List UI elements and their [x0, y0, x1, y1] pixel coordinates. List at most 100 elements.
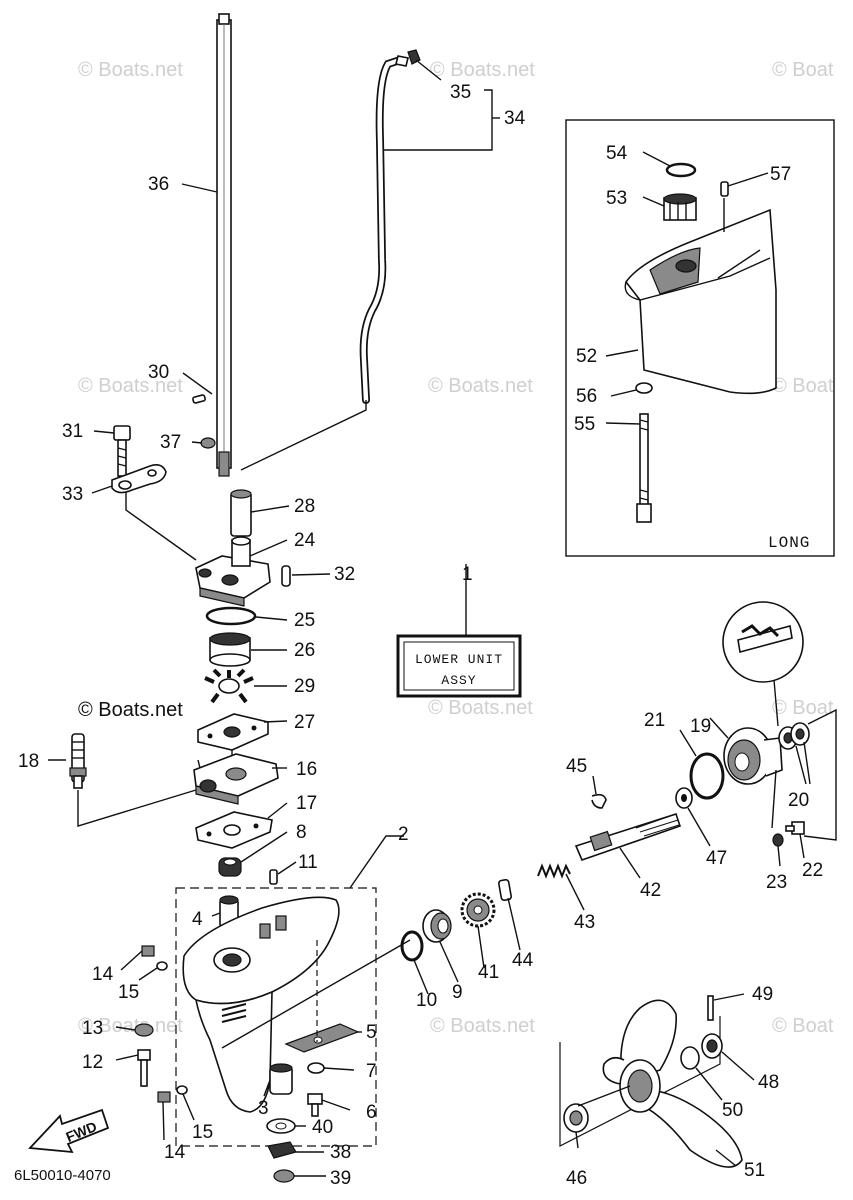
long-label: LONG	[768, 534, 810, 552]
nut-38	[267, 1141, 297, 1159]
pin-44	[498, 878, 512, 902]
watermark-dark: © Boats.net	[78, 699, 183, 721]
watermark-group: © Boats.net © Boats.net © Boat © Boats.n…	[78, 59, 834, 1037]
callout-2: 2	[398, 824, 409, 845]
callout-19: 19	[690, 716, 711, 737]
propeller-shaft-42	[574, 812, 682, 862]
pin-32	[281, 565, 291, 587]
oil-seal-8	[218, 857, 242, 877]
lower-unit-assy-box: LOWER UNIT ASSY	[396, 564, 522, 698]
assy-box-line1: LOWER UNIT	[415, 652, 503, 667]
bolt-12	[137, 1049, 151, 1087]
callout-15a: 15	[118, 982, 139, 1003]
callout-40: 40	[312, 1117, 333, 1138]
callout-27: 27	[294, 712, 315, 733]
callout-14b: 14	[164, 1142, 186, 1163]
callout-6: 6	[366, 1102, 377, 1123]
bushing-28	[230, 489, 252, 537]
bushing-3	[269, 1063, 293, 1095]
dowel-57	[720, 181, 729, 197]
washer-23	[772, 833, 784, 847]
bolt-22	[785, 821, 805, 835]
callout-31: 31	[62, 421, 83, 442]
clip-37	[200, 437, 216, 449]
assy-box-line2: ASSY	[441, 673, 476, 688]
pin-30	[192, 394, 206, 404]
propeller-51	[559, 999, 743, 1168]
bearing-53	[663, 193, 697, 221]
callout-51: 51	[744, 1160, 765, 1181]
callout-14a: 14	[92, 964, 114, 985]
watermark: © Boats.net	[428, 697, 533, 719]
stud-55	[636, 413, 652, 523]
watermark: © Boats.net	[78, 59, 183, 81]
driveshaft-36	[216, 13, 232, 477]
pump-base-16	[193, 753, 279, 805]
callout-48: 48	[758, 1072, 779, 1093]
callout-20: 20	[788, 790, 809, 811]
watermark: © Boats.net	[428, 375, 533, 397]
callout-10: 10	[416, 990, 437, 1011]
fwd-arrow: FWD	[28, 1108, 110, 1154]
o-ring-21	[689, 752, 725, 800]
cap-39	[273, 1169, 295, 1183]
watermark: © Boats.net	[430, 1015, 535, 1037]
bearings-20	[778, 722, 810, 750]
callout-23: 23	[766, 872, 787, 893]
callout-26: 26	[294, 640, 315, 661]
callout-25: 25	[294, 610, 315, 631]
gasket-15	[156, 961, 188, 1095]
watermark: © Boat	[772, 59, 834, 81]
callout-17: 17	[296, 793, 317, 814]
callout-8: 8	[296, 822, 307, 843]
callout-39: 39	[330, 1168, 351, 1189]
nut-48	[701, 1033, 723, 1059]
watermark: © Boat	[772, 1015, 834, 1037]
clip-45	[591, 793, 607, 809]
callout-54: 54	[606, 143, 628, 164]
callout-55: 55	[574, 414, 595, 435]
callout-43: 43	[574, 912, 595, 933]
callout-36: 36	[148, 174, 169, 195]
callout-56: 56	[576, 386, 597, 407]
anode-5	[284, 1023, 360, 1053]
callout-32: 32	[334, 564, 355, 585]
washer-50	[680, 1046, 700, 1070]
callout-13: 13	[82, 1018, 103, 1039]
callout-12: 12	[82, 1052, 103, 1073]
callout-24: 24	[294, 530, 316, 551]
callout-49: 49	[752, 984, 773, 1005]
hose-fitting-18	[69, 733, 87, 789]
callout-42: 42	[640, 880, 661, 901]
long-inset-box	[565, 119, 835, 557]
callout-53: 53	[606, 188, 627, 209]
callout-44: 44	[512, 950, 534, 971]
washer-40	[266, 1118, 296, 1134]
cotter-pin-49	[707, 995, 714, 1021]
pump-housing-24	[195, 536, 271, 607]
washer-13	[134, 1023, 154, 1037]
washer-47	[675, 787, 693, 809]
callout-4: 4	[192, 909, 203, 930]
callout-7: 7	[366, 1061, 377, 1082]
callout-21: 21	[644, 710, 665, 731]
callout-15b: 15	[192, 1122, 213, 1143]
callout-18: 18	[18, 751, 39, 772]
watermark: © Boat	[772, 697, 834, 719]
watermark: © Boats.net	[78, 375, 183, 397]
seal-detail-circle	[722, 601, 804, 683]
callout-28: 28	[294, 496, 315, 517]
watermark: © Boats.net	[430, 59, 535, 81]
callout-45: 45	[566, 756, 587, 777]
bracket-33	[111, 464, 167, 494]
callout-52: 52	[576, 346, 597, 367]
watermark: © Boat	[772, 375, 834, 397]
callout-16: 16	[296, 759, 317, 780]
water-tube-34	[359, 49, 421, 404]
callout-50: 50	[722, 1100, 743, 1121]
callout-22: 22	[802, 860, 823, 881]
bolt-6	[307, 1093, 323, 1117]
impeller-29	[204, 668, 254, 704]
callout-33: 33	[62, 484, 83, 505]
